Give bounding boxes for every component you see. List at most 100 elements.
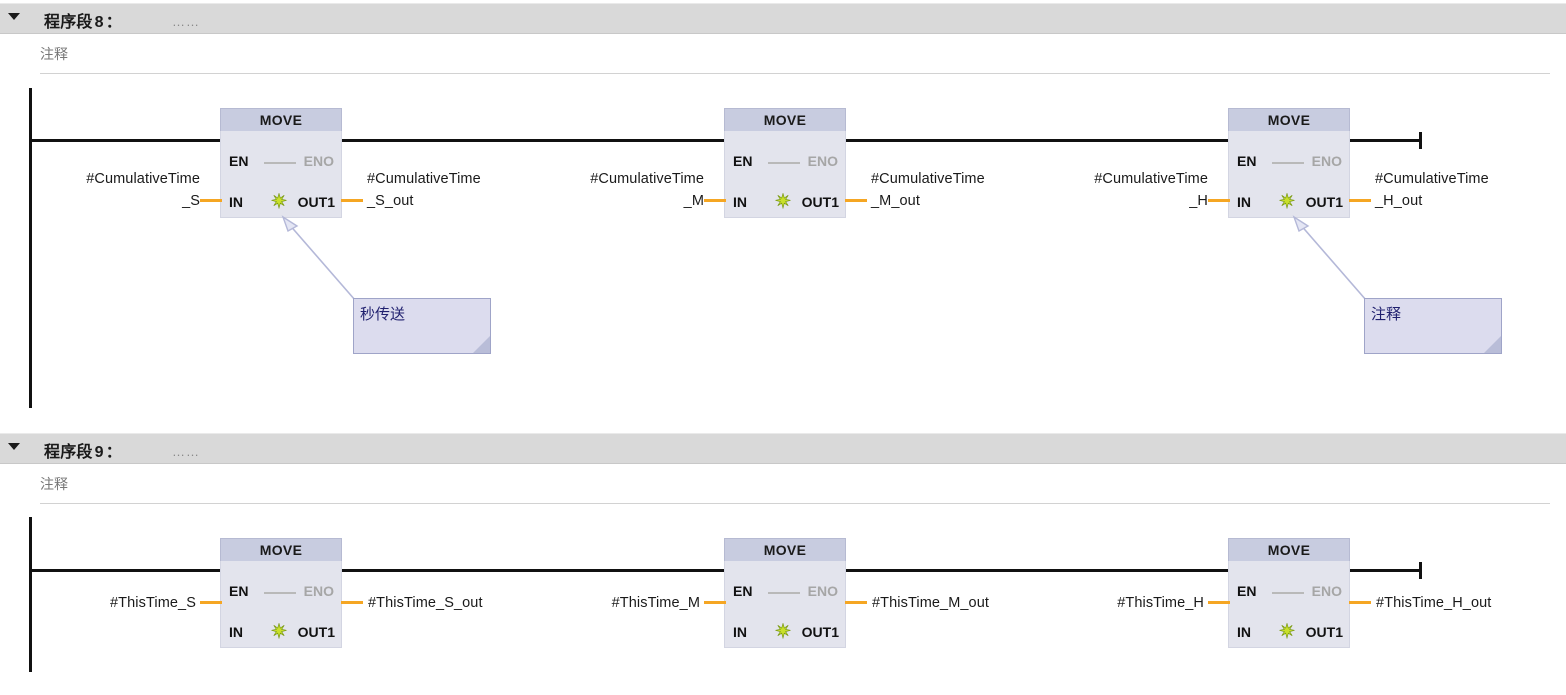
move-block-body: EN ENO IN OUT1 — [1228, 561, 1350, 648]
pin-out1[interactable]: OUT1 — [297, 624, 335, 640]
pin-out1[interactable]: OUT1 — [1305, 624, 1343, 640]
move-block[interactable]: MOVE EN ENO IN OUT1 — [220, 108, 342, 218]
annotation-callout[interactable]: 注释 — [1364, 298, 1502, 354]
operand-line-2: _M — [683, 193, 704, 209]
output-operand-label[interactable]: #CumulativeTime _S_out — [367, 168, 481, 212]
pin-eno[interactable]: ENO — [1311, 583, 1342, 599]
operand-line-2: _M_out — [871, 193, 920, 209]
move-block[interactable]: MOVE EN ENO IN OUT1 — [220, 538, 342, 648]
move-block[interactable]: MOVE EN ENO IN OUT1 — [1228, 108, 1350, 218]
eno-connector-line — [768, 592, 800, 594]
pin-en[interactable]: EN — [733, 583, 753, 599]
operand-line-2: _H — [1189, 193, 1208, 209]
rung-end-marker — [1419, 132, 1422, 149]
eno-connector-line — [768, 162, 800, 164]
move-block-title: MOVE — [220, 538, 342, 561]
pin-eno[interactable]: ENO — [303, 583, 334, 599]
network-number: 8 — [94, 14, 104, 31]
output-connector-stub — [341, 601, 363, 604]
input-operand-label[interactable]: #CumulativeTime _H — [1038, 168, 1208, 212]
callout-fold-corner-icon — [1484, 336, 1501, 353]
input-operand-label[interactable]: #CumulativeTime _S — [30, 168, 200, 212]
operand-line-1: #ThisTime_S_out — [368, 595, 483, 611]
collapse-triangle-icon[interactable] — [8, 13, 20, 20]
output-operand-label[interactable]: #ThisTime_M_out — [872, 592, 989, 615]
move-star-icon — [775, 623, 791, 639]
output-operand-label[interactable]: #CumulativeTime _H_out — [1375, 168, 1489, 212]
pin-in[interactable]: IN — [1237, 624, 1251, 640]
output-connector-stub — [845, 601, 867, 604]
pin-in[interactable]: IN — [229, 624, 243, 640]
pin-en[interactable]: EN — [733, 153, 753, 169]
operand-line-1: #CumulativeTime — [590, 171, 704, 187]
pin-eno[interactable]: ENO — [807, 583, 838, 599]
network-label: 程序段 — [44, 14, 93, 31]
operand-line-1: #CumulativeTime — [367, 171, 481, 187]
pin-out1[interactable]: OUT1 — [1305, 194, 1343, 210]
output-operand-label[interactable]: #ThisTime_H_out — [1376, 592, 1491, 615]
network-8-title-placeholder[interactable]: …… — [172, 14, 200, 29]
input-operand-label[interactable]: #ThisTime_H — [1038, 592, 1204, 615]
input-connector-stub — [704, 601, 726, 604]
pin-in[interactable]: IN — [733, 194, 747, 210]
output-operand-label[interactable]: #ThisTime_S_out — [368, 592, 483, 615]
network-colon: ： — [105, 14, 122, 31]
operand-line-2: _S — [182, 193, 200, 209]
pin-out1[interactable]: OUT1 — [801, 194, 839, 210]
pin-out1[interactable]: OUT1 — [801, 624, 839, 640]
operand-line-1: #ThisTime_M_out — [872, 595, 990, 611]
rung-line-segment — [845, 569, 1229, 572]
input-connector-stub — [200, 601, 222, 604]
eno-connector-line — [264, 592, 296, 594]
move-block-body: EN ENO IN OUT1 — [1228, 131, 1350, 218]
move-block[interactable]: MOVE EN ENO IN OUT1 — [724, 108, 846, 218]
operand-line-1: #CumulativeTime — [86, 171, 200, 187]
input-operand-label[interactable]: #ThisTime_S — [30, 592, 196, 615]
move-star-icon — [271, 193, 287, 209]
input-connector-stub — [704, 199, 726, 202]
pin-in[interactable]: IN — [229, 194, 243, 210]
pin-en[interactable]: EN — [1237, 583, 1257, 599]
move-block[interactable]: MOVE EN ENO IN OUT1 — [1228, 538, 1350, 648]
pin-en[interactable]: EN — [1237, 153, 1257, 169]
power-rail — [29, 517, 32, 672]
operand-line-1: #ThisTime_H — [1117, 595, 1204, 611]
network-9-ladder-canvas: MOVE EN ENO IN OUT1 #ThisTime_S #ThisTim… — [0, 430, 1566, 695]
input-operand-label[interactable]: #ThisTime_M — [534, 592, 700, 615]
input-connector-stub — [1208, 601, 1230, 604]
annotation-text: 注释 — [1371, 306, 1402, 323]
pin-eno[interactable]: ENO — [1311, 153, 1342, 169]
move-block-title: MOVE — [1228, 538, 1350, 561]
pin-out1[interactable]: OUT1 — [297, 194, 335, 210]
network-9-title-placeholder[interactable]: …… — [172, 444, 200, 459]
pin-eno[interactable]: ENO — [303, 153, 334, 169]
operand-line-1: #CumulativeTime — [1375, 171, 1489, 187]
collapse-triangle-icon[interactable] — [8, 443, 20, 450]
output-operand-label[interactable]: #CumulativeTime _M_out — [871, 168, 985, 212]
output-connector-stub — [1349, 601, 1371, 604]
pin-eno[interactable]: ENO — [807, 153, 838, 169]
move-block-title: MOVE — [724, 108, 846, 131]
output-connector-stub — [1349, 199, 1371, 202]
move-block-body: EN ENO IN OUT1 — [220, 131, 342, 218]
pin-in[interactable]: IN — [733, 624, 747, 640]
operand-line-1: #ThisTime_M — [611, 595, 700, 611]
network-8-comment-separator — [40, 73, 1550, 74]
move-block[interactable]: MOVE EN ENO IN OUT1 — [724, 538, 846, 648]
move-star-icon — [271, 623, 287, 639]
annotation-callout[interactable]: 秒传送 — [353, 298, 491, 354]
eno-connector-line — [264, 162, 296, 164]
move-star-icon — [1279, 623, 1295, 639]
network-9-comment[interactable]: 注释 — [40, 476, 68, 492]
move-star-icon — [775, 193, 791, 209]
network-8-comment[interactable]: 注释 — [40, 46, 68, 62]
pin-en[interactable]: EN — [229, 153, 249, 169]
pin-in[interactable]: IN — [1237, 194, 1251, 210]
input-operand-label[interactable]: #CumulativeTime _M — [534, 168, 704, 212]
pin-en[interactable]: EN — [229, 583, 249, 599]
